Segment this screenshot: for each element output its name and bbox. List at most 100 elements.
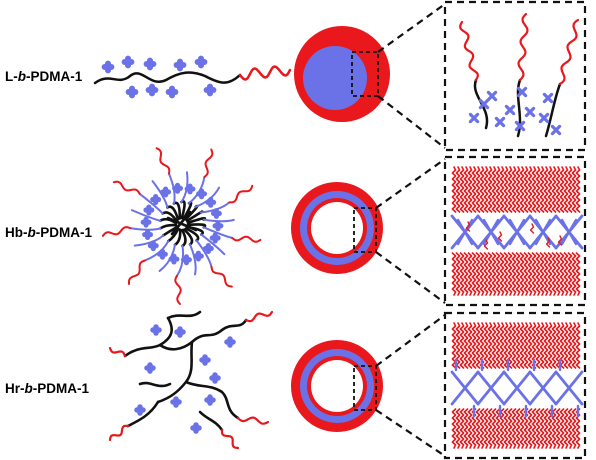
backbone-segment xyxy=(166,310,202,320)
solvophilic-chain xyxy=(467,166,473,213)
solvophilic-arm xyxy=(203,148,214,179)
monomer-unit xyxy=(142,229,154,241)
solvophilic-chain xyxy=(479,408,485,449)
solvophilic-chain xyxy=(471,166,477,213)
solvophilic-chain xyxy=(463,166,469,213)
solvophilic-chain xyxy=(487,408,493,449)
monomer-unit xyxy=(516,86,528,98)
solvophilic-chain xyxy=(535,408,541,449)
label-hb-b-pdma-1: Hb-b-PDMA-1 xyxy=(5,225,92,240)
solvophilic-chain xyxy=(455,322,461,369)
solvophilic-chain xyxy=(491,322,497,369)
solvophilic-chain xyxy=(483,239,489,250)
solvophilic-chain xyxy=(459,166,465,213)
solvophilic-chain xyxy=(545,237,551,248)
monomer-unit xyxy=(150,324,162,336)
monomer-unit xyxy=(209,232,221,244)
solvophilic-chain xyxy=(507,252,513,296)
solvophilic-chain xyxy=(511,408,517,449)
solvophilic-chain xyxy=(503,166,509,213)
solvophilic-block xyxy=(238,65,292,81)
solvophilic-chain xyxy=(483,166,489,213)
solvophilic-chain xyxy=(555,322,561,369)
solvophilic-chain xyxy=(455,166,461,213)
solvophilic-chain xyxy=(575,322,581,369)
solvophilic-chain xyxy=(567,408,573,449)
vesicle-lumen xyxy=(311,202,363,254)
monomer-unit xyxy=(210,207,222,219)
solvophilic-chain xyxy=(543,166,549,213)
zoom-line xyxy=(375,251,446,304)
solvophilic-chain xyxy=(475,252,481,296)
solvophilic-chain xyxy=(511,322,517,369)
solvophilic-chain xyxy=(543,322,549,369)
solvophilic-chain xyxy=(563,322,569,369)
monomer-unit xyxy=(196,188,208,200)
solvophilic-chain xyxy=(475,166,481,213)
monomer-unit xyxy=(156,248,168,260)
zoom-box xyxy=(353,365,377,411)
monomer-unit xyxy=(468,112,480,124)
solvophilic-chain xyxy=(479,252,485,296)
monomer-unit xyxy=(478,98,490,110)
solvophilic-chain xyxy=(523,252,529,296)
solvophilic-chain xyxy=(467,252,473,296)
zoom-line xyxy=(377,3,446,53)
solvophilic-chain xyxy=(511,166,517,213)
solvophobic-layer xyxy=(450,358,584,418)
solvophilic-chain xyxy=(483,408,489,449)
solvophilic-arm xyxy=(174,274,182,305)
solvophilic-chain xyxy=(497,231,503,242)
zoom-line xyxy=(377,95,446,149)
monomer-unit xyxy=(150,194,162,205)
solvophilic-chain xyxy=(499,166,505,213)
solvophilic-chain xyxy=(515,322,521,369)
solvophilic-arm xyxy=(244,310,274,323)
solvophilic-chain xyxy=(503,322,509,369)
monomer-unit xyxy=(204,394,216,406)
monomer-unit xyxy=(145,83,159,97)
monomer-unit xyxy=(542,92,554,104)
solvophilic-chain xyxy=(531,166,537,213)
monomer-unit xyxy=(190,422,202,434)
monomer-unit xyxy=(203,83,217,97)
solvophobic-block xyxy=(516,78,522,138)
solvophilic-chain xyxy=(555,252,561,296)
solvophilic-chain xyxy=(571,252,577,296)
solvophilic-chain xyxy=(543,252,549,296)
solvophilic-chain xyxy=(515,166,521,213)
solvophilic-chain xyxy=(551,252,557,296)
vesicle-lumen xyxy=(311,360,363,412)
monomer-unit xyxy=(504,104,516,116)
monomer-unit xyxy=(143,57,157,71)
solvophilic-chain xyxy=(467,408,473,449)
solvophilic-chain xyxy=(527,322,533,369)
linear-block-copolymer xyxy=(93,55,292,99)
backbone-segment xyxy=(198,410,224,432)
monomer-unit xyxy=(168,253,180,265)
solvophilic-arm xyxy=(101,226,132,237)
solvophilic-chain xyxy=(491,252,497,296)
monomer-unit xyxy=(194,55,208,69)
zoom-panel-frame xyxy=(443,311,587,460)
solvophobic-layer xyxy=(450,214,584,250)
solvophobic-block xyxy=(544,82,562,138)
monomer-unit xyxy=(494,116,506,128)
monomer-unit xyxy=(514,120,526,132)
solvophilic-arm xyxy=(210,265,233,288)
solvophilic-chain xyxy=(567,166,573,213)
solvophilic-chain xyxy=(487,252,493,296)
solvophilic-chain xyxy=(555,166,561,213)
solvophilic-chain xyxy=(499,408,505,449)
solvophobic-block xyxy=(93,71,242,85)
solvophilic-chain xyxy=(539,166,545,213)
zoom-line xyxy=(375,158,446,209)
solvophilic-chain xyxy=(511,252,517,296)
solvophilic-arm xyxy=(231,235,262,243)
solvophilic-chain xyxy=(455,408,461,449)
zoom-panel-vesicle-membrane-hr xyxy=(443,311,587,460)
solvophilic-chain xyxy=(499,322,505,369)
solvophilic-chain xyxy=(563,252,569,296)
solvophilic-chain xyxy=(495,252,501,296)
